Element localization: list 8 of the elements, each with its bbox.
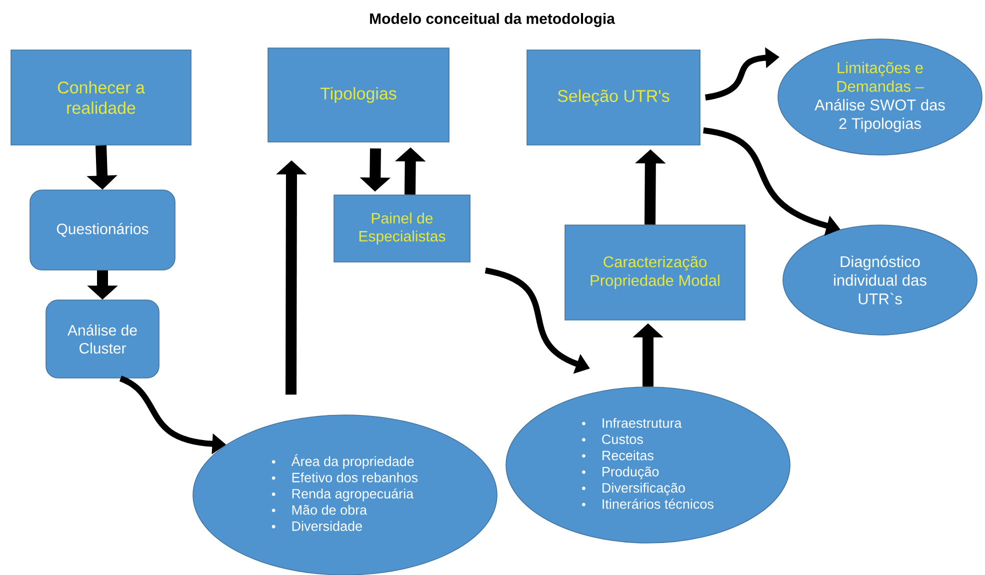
process-box: Questionários (30, 190, 176, 270)
title: Modelo conceitual da metodologia (370, 12, 616, 28)
process-box: Caracterização Propriedade Modal (564, 224, 746, 320)
process-box: Seleção UTR's (526, 50, 700, 146)
process-box: Painel de Especialistas (334, 194, 470, 262)
process-box: Tipologias (268, 48, 450, 142)
process-box: Conhecer a realidade (10, 50, 192, 146)
process-box: Análise de Cluster (46, 300, 160, 378)
